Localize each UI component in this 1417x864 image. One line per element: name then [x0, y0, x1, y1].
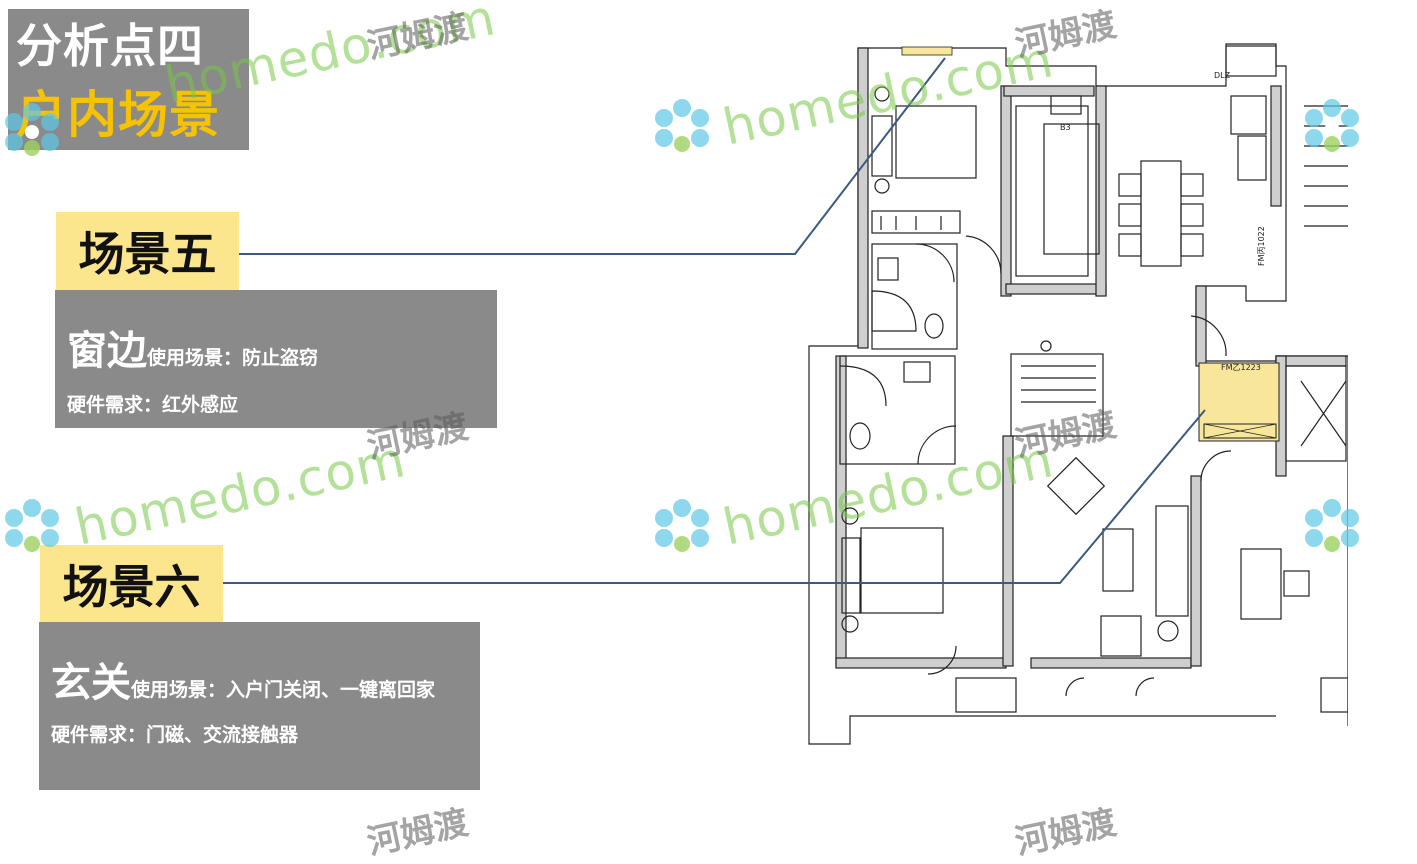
- window-highlight: [901, 46, 953, 56]
- scene6-tag: 场景六: [40, 545, 223, 623]
- watermark-flower-icon: [655, 99, 709, 152]
- scene6-hardware: 硬件需求：门磁、交流接触器: [51, 724, 299, 746]
- watermark-flower-icon: [655, 499, 709, 552]
- watermark-flower-icon: [1305, 99, 1359, 152]
- scene6-panel: 玄关使用场景：入户门关闭、一键离回家 硬件需求：门磁、交流接触器: [39, 622, 480, 790]
- scene5-tag: 场景五: [56, 212, 239, 290]
- scene5-leader-line: [239, 57, 946, 255]
- label-side-door: FM丙1022: [1257, 226, 1266, 266]
- watermark-flower-icon: [5, 499, 59, 552]
- label-entry-door: FM乙1223: [1221, 363, 1261, 372]
- scene5-usage-row: 窗边使用场景：防止盗窃: [67, 318, 318, 376]
- scene5-panel: 窗边使用场景：防止盗窃 硬件需求：红外感应: [55, 290, 497, 428]
- watermark-flower-icon: [1305, 499, 1359, 552]
- scene6-location: 玄关: [51, 660, 131, 706]
- scene6-usage: 使用场景：入户门关闭、一键离回家: [131, 679, 436, 701]
- scene6-leader-line: [223, 409, 1206, 584]
- scene5-location: 窗边: [67, 328, 147, 374]
- entry-door-highlight: [1198, 362, 1280, 442]
- label-dlz: DLZ: [1214, 71, 1231, 80]
- watermark-flower-icon: [5, 103, 59, 156]
- scene5-usage: 使用场景：防止盗窃: [147, 347, 319, 369]
- scene5-hardware: 硬件需求：红外感应: [67, 394, 239, 416]
- label-b3: B3: [1060, 123, 1071, 132]
- floor-plan: B3 DLZ FM丙1022: [808, 43, 1348, 745]
- title-line-1: 分析点四: [16, 19, 204, 73]
- scene6-usage-row: 玄关使用场景：入户门关闭、一键离回家: [51, 650, 435, 708]
